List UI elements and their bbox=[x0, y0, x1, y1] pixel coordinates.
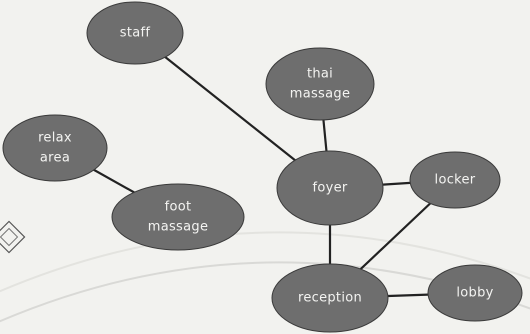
node-shape-foyer bbox=[276, 150, 384, 226]
node-label-thai-massage: massage bbox=[290, 87, 351, 102]
node-foot-massage: foot massage bbox=[111, 183, 245, 251]
node-shape-staff bbox=[86, 1, 184, 65]
node-shape-relax-area bbox=[2, 114, 108, 182]
node-label-relax-area: relax bbox=[38, 131, 72, 146]
node-label-locker: locker bbox=[435, 173, 476, 188]
node-foyer: foyer bbox=[276, 150, 384, 226]
node-label-relax-area: area bbox=[40, 151, 70, 166]
node-label-lobby: lobby bbox=[456, 286, 493, 301]
node-relax-area: relax area bbox=[2, 114, 108, 182]
node-label-staff: staff bbox=[120, 26, 151, 41]
node-staff: staff bbox=[86, 1, 184, 65]
edge-layer bbox=[53, 31, 477, 300]
node-label-foyer: foyer bbox=[312, 181, 347, 196]
node-lobby: lobby bbox=[427, 264, 523, 322]
node-layer: staff thai massage relax area foot massage foye… bbox=[2, 1, 523, 333]
diamond-icon bbox=[0, 220, 26, 254]
node-label-reception: reception bbox=[298, 291, 362, 306]
node-shape-locker bbox=[409, 151, 501, 209]
node-locker: locker bbox=[409, 151, 501, 209]
node-label-foot-massage: foot bbox=[165, 200, 192, 215]
node-label-thai-massage: thai bbox=[307, 67, 333, 82]
node-shape-thai-massage bbox=[265, 47, 375, 121]
node-shape-reception bbox=[271, 263, 389, 333]
node-label-foot-massage: massage bbox=[148, 220, 209, 235]
node-shape-foot-massage bbox=[111, 183, 245, 251]
node-reception: reception bbox=[271, 263, 389, 333]
node-thai-massage: thai massage bbox=[265, 47, 375, 121]
node-shape-lobby bbox=[427, 264, 523, 322]
